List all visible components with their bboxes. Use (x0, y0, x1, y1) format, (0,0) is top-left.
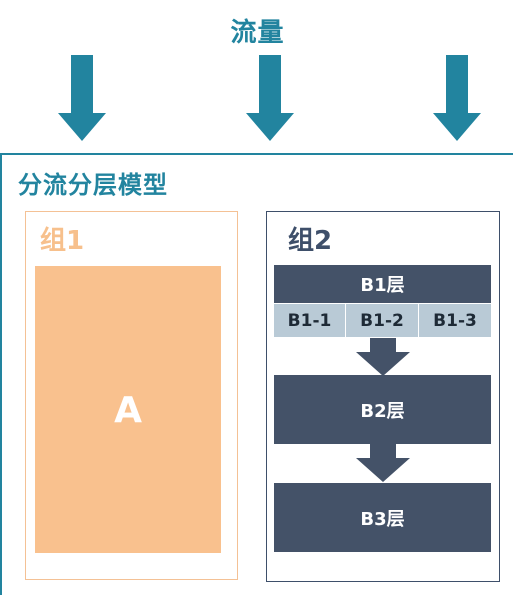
traffic-arrow-center-icon (246, 55, 294, 141)
sub-layer-b1-1: B1-1 (274, 304, 346, 337)
layer-b3: B3层 (274, 483, 491, 552)
sub-layer-b1-3: B1-3 (419, 304, 491, 337)
layer-b3-label: B3层 (360, 508, 405, 530)
layer-b1-label: B1层 (360, 275, 405, 296)
layer-b1: B1层 (274, 265, 491, 303)
group2-label: 组2 (288, 226, 333, 256)
layer-b2-label: B2层 (360, 400, 405, 422)
group1-container (25, 211, 238, 580)
group2-container (266, 211, 500, 582)
layer-arrow-b1-b2-icon (356, 338, 410, 376)
block-a (35, 266, 221, 553)
traffic-title: 流量 (230, 18, 285, 48)
model-title: 分流分层模型 (18, 171, 168, 199)
block-a-label: A (114, 390, 142, 431)
model-container (0, 153, 513, 595)
traffic-arrow-right-icon (433, 55, 481, 141)
layer-arrow-b2-b3-icon (356, 444, 410, 482)
traffic-arrow-left-icon (58, 55, 106, 141)
layer-b2: B2层 (274, 375, 491, 444)
sub-layer-b1-2: B1-2 (346, 304, 419, 337)
group1-label: 组1 (40, 226, 85, 256)
